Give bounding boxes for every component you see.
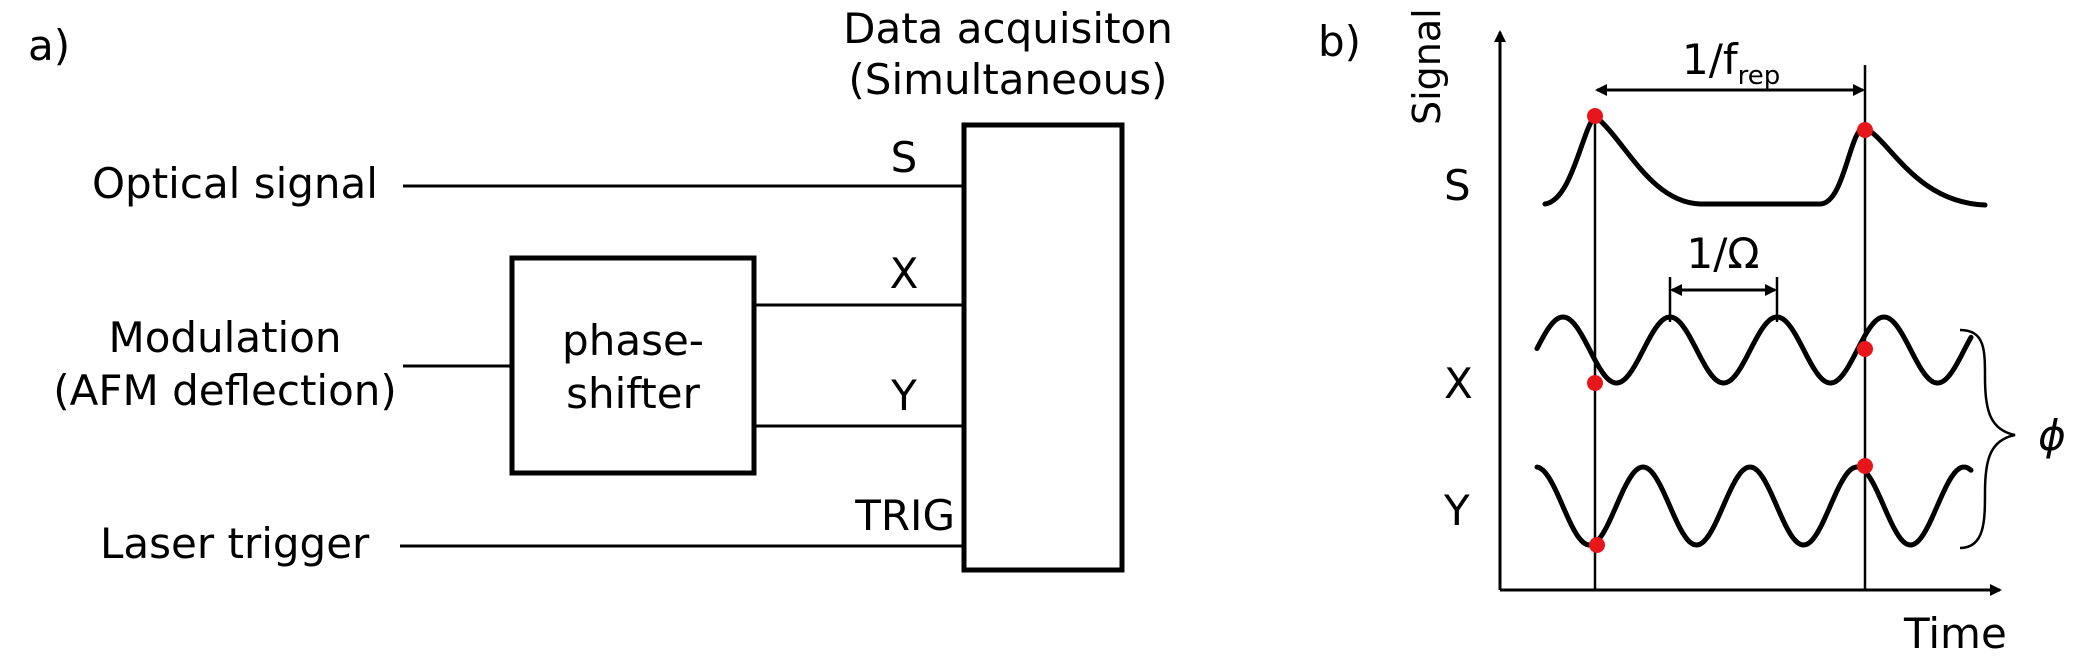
sample-dot-y-2 bbox=[1857, 458, 1873, 474]
y-axis-label: Signal bbox=[1405, 8, 1449, 125]
phase-shifter-box bbox=[509, 255, 757, 476]
x-trace bbox=[1534, 314, 1974, 386]
trace-s-label: S bbox=[1444, 161, 1471, 210]
phase-shifter-label-line2: shifter bbox=[566, 369, 701, 418]
input-laser-trigger: Laser trigger bbox=[100, 519, 370, 568]
phase-symbol: ϕ bbox=[2038, 411, 2066, 460]
sample-dot-x-2 bbox=[1857, 341, 1873, 357]
daq-box bbox=[961, 122, 1125, 573]
phase-shifter-label-line1: phase- bbox=[562, 316, 704, 365]
input-modulation-line1: Modulation bbox=[108, 313, 341, 362]
sample-dot-x-1 bbox=[1587, 375, 1603, 391]
sample-dot-y-1 bbox=[1589, 537, 1605, 553]
x-axis-label: Time bbox=[1903, 609, 2007, 658]
panel-a-label: a) bbox=[28, 21, 70, 70]
input-optical-signal: Optical signal bbox=[92, 159, 378, 208]
panel-a: a) Data acquisiton (Simultaneous) phase-… bbox=[28, 4, 1173, 573]
mod-period-label: 1/Ω bbox=[1687, 229, 1760, 278]
daq-title-line1: Data acquisiton bbox=[843, 4, 1173, 53]
trace-x-label: X bbox=[1444, 359, 1473, 408]
sample-dot-s-2 bbox=[1857, 122, 1873, 138]
rep-period-label: 1/frep bbox=[1682, 35, 1780, 91]
channel-x-label: X bbox=[890, 249, 919, 298]
s-trace bbox=[1542, 113, 1988, 208]
trace-y-label: Y bbox=[1443, 486, 1470, 535]
sample-dot-s-1 bbox=[1587, 108, 1603, 124]
panel-b: b) Signal Time S X Y 1/frep 1/Ω ϕ bbox=[1318, 8, 2066, 658]
channel-s-label: S bbox=[891, 133, 918, 182]
panel-b-label: b) bbox=[1318, 17, 1361, 66]
channel-y-label: Y bbox=[890, 371, 917, 420]
phase-brace bbox=[1959, 328, 2016, 550]
daq-title-line2: (Simultaneous) bbox=[848, 55, 1167, 104]
channel-trig-label: TRIG bbox=[854, 491, 955, 540]
y-trace bbox=[1534, 464, 1974, 548]
input-modulation-line2: (AFM deflection) bbox=[53, 366, 397, 415]
